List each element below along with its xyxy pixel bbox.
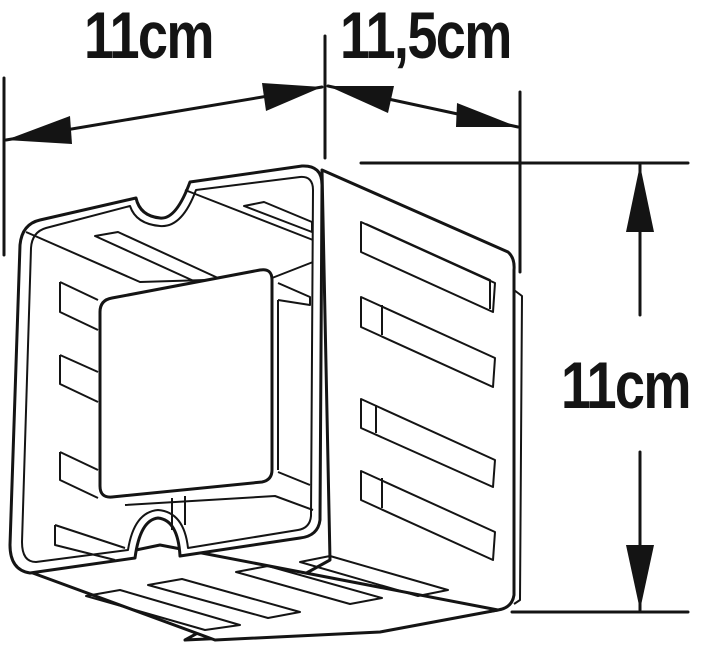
- depth-dimension: [326, 84, 522, 274]
- bottom-slot: [299, 555, 449, 597]
- arrow-left-icon: [328, 86, 394, 113]
- depth-dimension-label: 11,5cm: [340, 0, 512, 72]
- bottom-slot: [85, 589, 241, 631]
- side-slot: [360, 470, 496, 561]
- arrow-right-icon: [456, 103, 518, 127]
- side-slot: [360, 296, 496, 388]
- side-slot: [360, 221, 496, 313]
- arrow-left-icon: [6, 116, 72, 144]
- height-dimension-label: 11cm: [561, 348, 692, 422]
- side-slot: [360, 398, 496, 488]
- width-dimension: [2, 34, 327, 257]
- width-dimension-label: 11cm: [84, 0, 215, 72]
- arrow-up-icon: [626, 165, 654, 232]
- inner-cover-plate: [98, 268, 311, 499]
- arrow-down-icon: [626, 545, 654, 610]
- bottom-slot: [147, 578, 301, 619]
- height-dimension: [359, 161, 690, 614]
- arrow-right-icon: [262, 83, 322, 111]
- box-bottom-panel: [28, 543, 500, 642]
- bottom-slot: [235, 565, 383, 605]
